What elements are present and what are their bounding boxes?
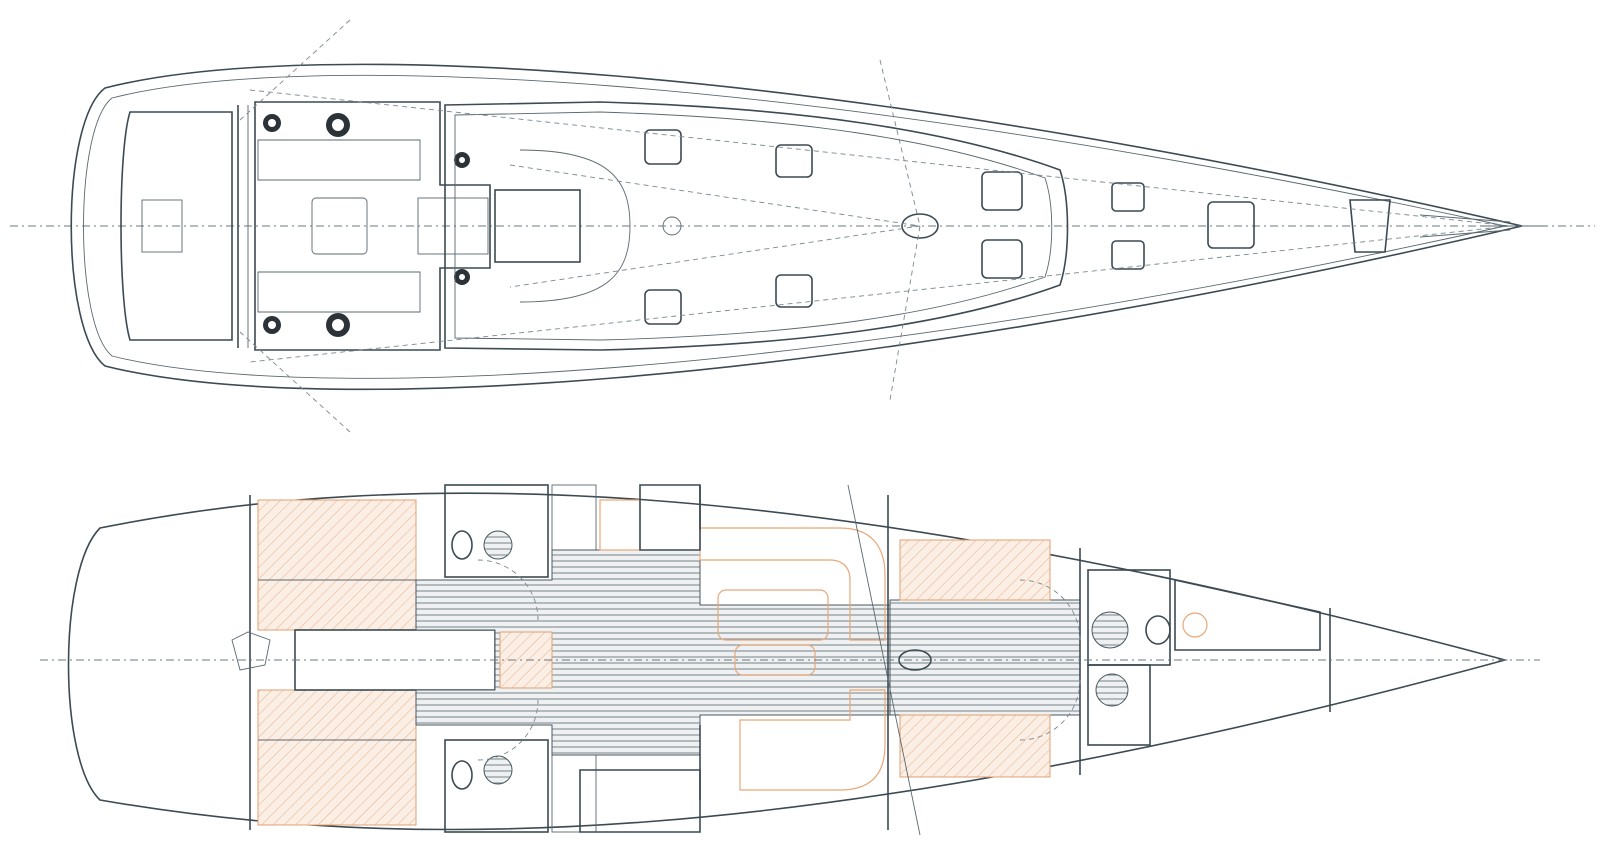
aft-cabin-berth-starboard <box>257 689 417 826</box>
interior-hull-outline <box>67 492 1509 831</box>
deck-hull-outline <box>70 63 1523 391</box>
aft-head-starboard <box>444 739 549 833</box>
forward-cabin-berth-starboard <box>899 714 1051 778</box>
aft-head-port <box>444 484 549 578</box>
hatch-icon <box>644 129 1391 325</box>
saloon-floor <box>415 549 891 756</box>
shower-icon <box>483 530 1129 785</box>
transom <box>120 111 233 341</box>
stern-hatch <box>141 199 183 253</box>
deck-plan <box>10 19 1595 433</box>
forepeak-locker <box>1174 579 1321 651</box>
saloon-table <box>717 589 829 641</box>
cockpit-table <box>311 197 368 255</box>
companionway <box>494 189 581 263</box>
coachroof-outline <box>444 101 1069 351</box>
saloon-settee-starboard <box>739 689 886 791</box>
forward-floor <box>889 599 1081 716</box>
aft-cabin-berth-port <box>257 499 417 631</box>
saloon-settee-port <box>699 527 886 641</box>
winch-icon <box>263 113 470 337</box>
forward-cabin-berth-port <box>899 539 1051 601</box>
interior-plan <box>40 484 1540 836</box>
cockpit-outline <box>254 101 491 351</box>
deck-toerail <box>83 74 1506 379</box>
mast-icon <box>901 213 939 239</box>
